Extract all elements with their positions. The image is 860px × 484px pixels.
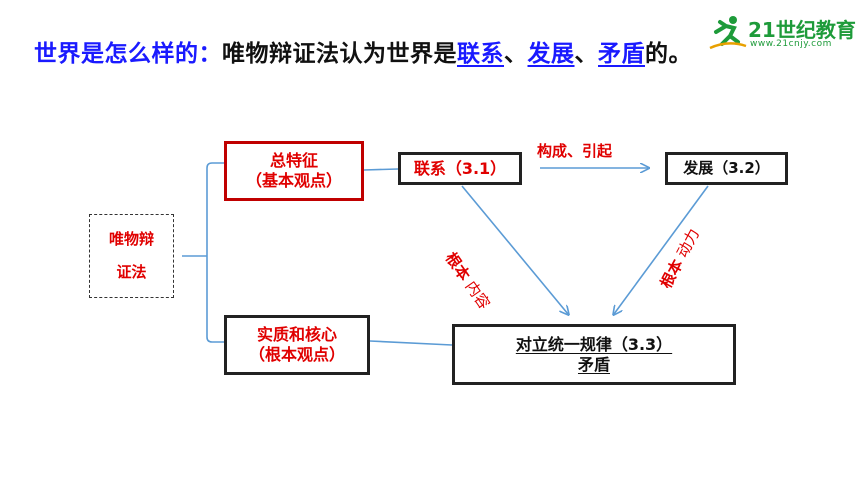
title-keyword-development: 发展 [527, 41, 575, 67]
title-keyword-link: 联系 [457, 41, 504, 67]
node-essence-core: 实质和核心 （根本观点） [224, 315, 370, 375]
node-link-label: 联系（3.1） [413, 158, 507, 178]
node-law-line2: 矛盾 [577, 354, 610, 374]
node-development-label: 发展（3.2） [683, 159, 770, 178]
node-development: 发展（3.2） [665, 152, 788, 185]
node-essence-line2: （根本观点） [248, 345, 345, 364]
brand-logo: 21世纪教育 www.21cnjy.com [708, 12, 858, 52]
node-general-feature: 总特征 （基本观点） [224, 141, 364, 201]
title-separator: 、 [504, 41, 528, 67]
logo-brand-text: 21世纪教育 [748, 18, 856, 42]
logo-domain-text: www.21cnjy.com [750, 39, 832, 49]
node-materialist-dialectics: 唯物辩 证法 [89, 214, 174, 298]
node-law-line1: 对立统一规律（3.3） [515, 334, 673, 354]
node-unity-of-opposites: 对立统一规律（3.3） 矛盾 [452, 324, 736, 385]
development-to-law-arrow [614, 185, 709, 314]
title-tail: 的。 [645, 41, 692, 67]
node-root-line1: 唯物辩 [108, 230, 154, 248]
node-link: 联系（3.1） [398, 152, 522, 185]
node-feature-line2: （基本观点） [245, 171, 342, 190]
feature-to-link-line [363, 168, 399, 171]
bracket-connector [182, 162, 224, 343]
title-answer: 唯物辩证法认为世界是 [222, 41, 457, 67]
title-separator: 、 [574, 41, 598, 67]
link-to-law-arrow [461, 185, 568, 314]
page-title: 世界是怎么样的：唯物辩证法认为世界是联系、发展、矛盾的。 [34, 34, 692, 68]
node-root-line2: 证法 [116, 263, 147, 281]
title-question: 世界是怎么样的： [34, 41, 222, 67]
node-essence-line1: 实质和核心 [256, 325, 337, 344]
essence-to-law-line [369, 340, 453, 346]
runner-logo-icon [709, 16, 747, 50]
edge-label-constitute: 构成、引起 [537, 142, 613, 160]
node-feature-line1: 总特征 [269, 151, 318, 170]
title-keyword-contradiction: 矛盾 [598, 41, 645, 67]
